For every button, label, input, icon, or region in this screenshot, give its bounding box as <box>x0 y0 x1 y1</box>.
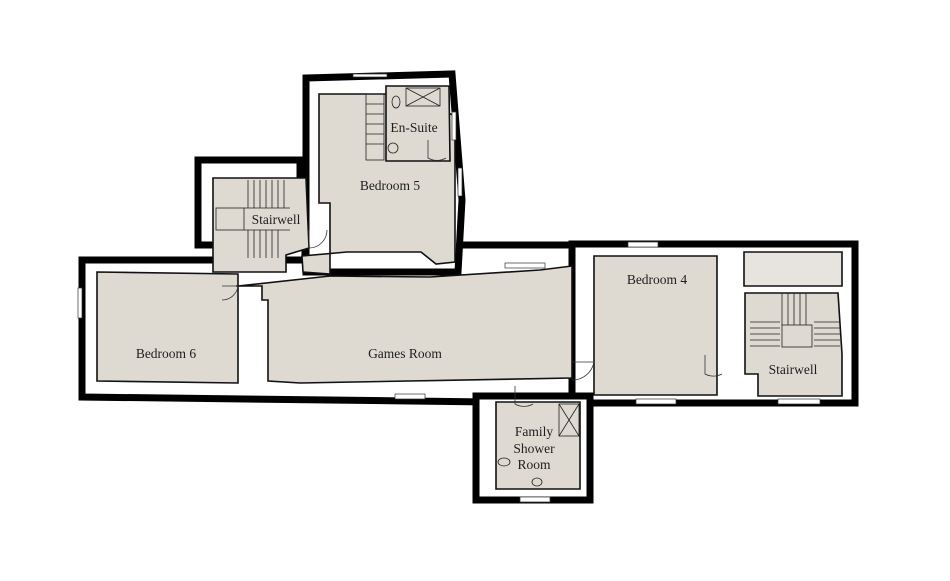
door-swing <box>221 285 239 301</box>
window <box>777 398 821 405</box>
wardrobe-rail <box>365 93 385 161</box>
window <box>457 167 463 197</box>
label-family-shower-line-2: Shower <box>513 441 555 456</box>
shower-room-fixtures <box>497 403 580 487</box>
label-en-suite: En-Suite <box>390 120 437 135</box>
en-suite-fixtures <box>365 87 441 161</box>
stairs-left <box>215 180 290 258</box>
window <box>504 262 546 269</box>
window <box>451 111 457 141</box>
door-swing <box>704 355 723 377</box>
label-bedroom-5: Bedroom 5 <box>360 178 421 193</box>
stair-treads <box>244 180 290 258</box>
store-east <box>743 251 843 287</box>
room-games-room <box>236 265 573 384</box>
window <box>352 73 388 78</box>
window <box>519 496 551 503</box>
shower-tray <box>558 403 580 437</box>
rooms <box>96 85 843 490</box>
window <box>635 398 677 405</box>
label-family-shower-line-3: Room <box>517 457 551 472</box>
door-swing <box>571 361 595 381</box>
room-bedroom-6 <box>96 271 239 384</box>
door-swing <box>514 386 534 407</box>
wc <box>391 95 401 109</box>
door-swing <box>308 229 328 249</box>
label-bedroom-4: Bedroom 4 <box>627 272 688 287</box>
door-swing <box>427 140 447 161</box>
stair-treads <box>750 293 840 347</box>
stair-landing <box>781 324 813 348</box>
window <box>77 287 83 319</box>
label-family-shower-line-1: Family <box>515 424 554 439</box>
label-games-room: Games Room <box>368 346 442 361</box>
basin <box>387 142 399 154</box>
window <box>627 241 659 248</box>
wc <box>497 457 511 467</box>
shower-tray <box>405 87 441 107</box>
room-stairwell-left <box>212 177 310 273</box>
window <box>394 393 426 400</box>
label-stairwell-right: Stairwell <box>769 362 818 377</box>
room-en-suite <box>385 85 451 162</box>
stairs-right <box>750 293 840 348</box>
stair-landing <box>215 207 245 231</box>
label-bedroom-6: Bedroom 6 <box>136 346 197 361</box>
room-labels: En-Suite Bedroom 5 Stairwell Bedroom 6 G… <box>136 120 818 472</box>
label-stairwell-left: Stairwell <box>252 212 301 227</box>
room-stairwell-right <box>744 292 843 397</box>
basin <box>531 477 543 487</box>
doors <box>221 140 723 407</box>
windows <box>77 73 821 503</box>
room-bedroom-4 <box>593 255 718 396</box>
